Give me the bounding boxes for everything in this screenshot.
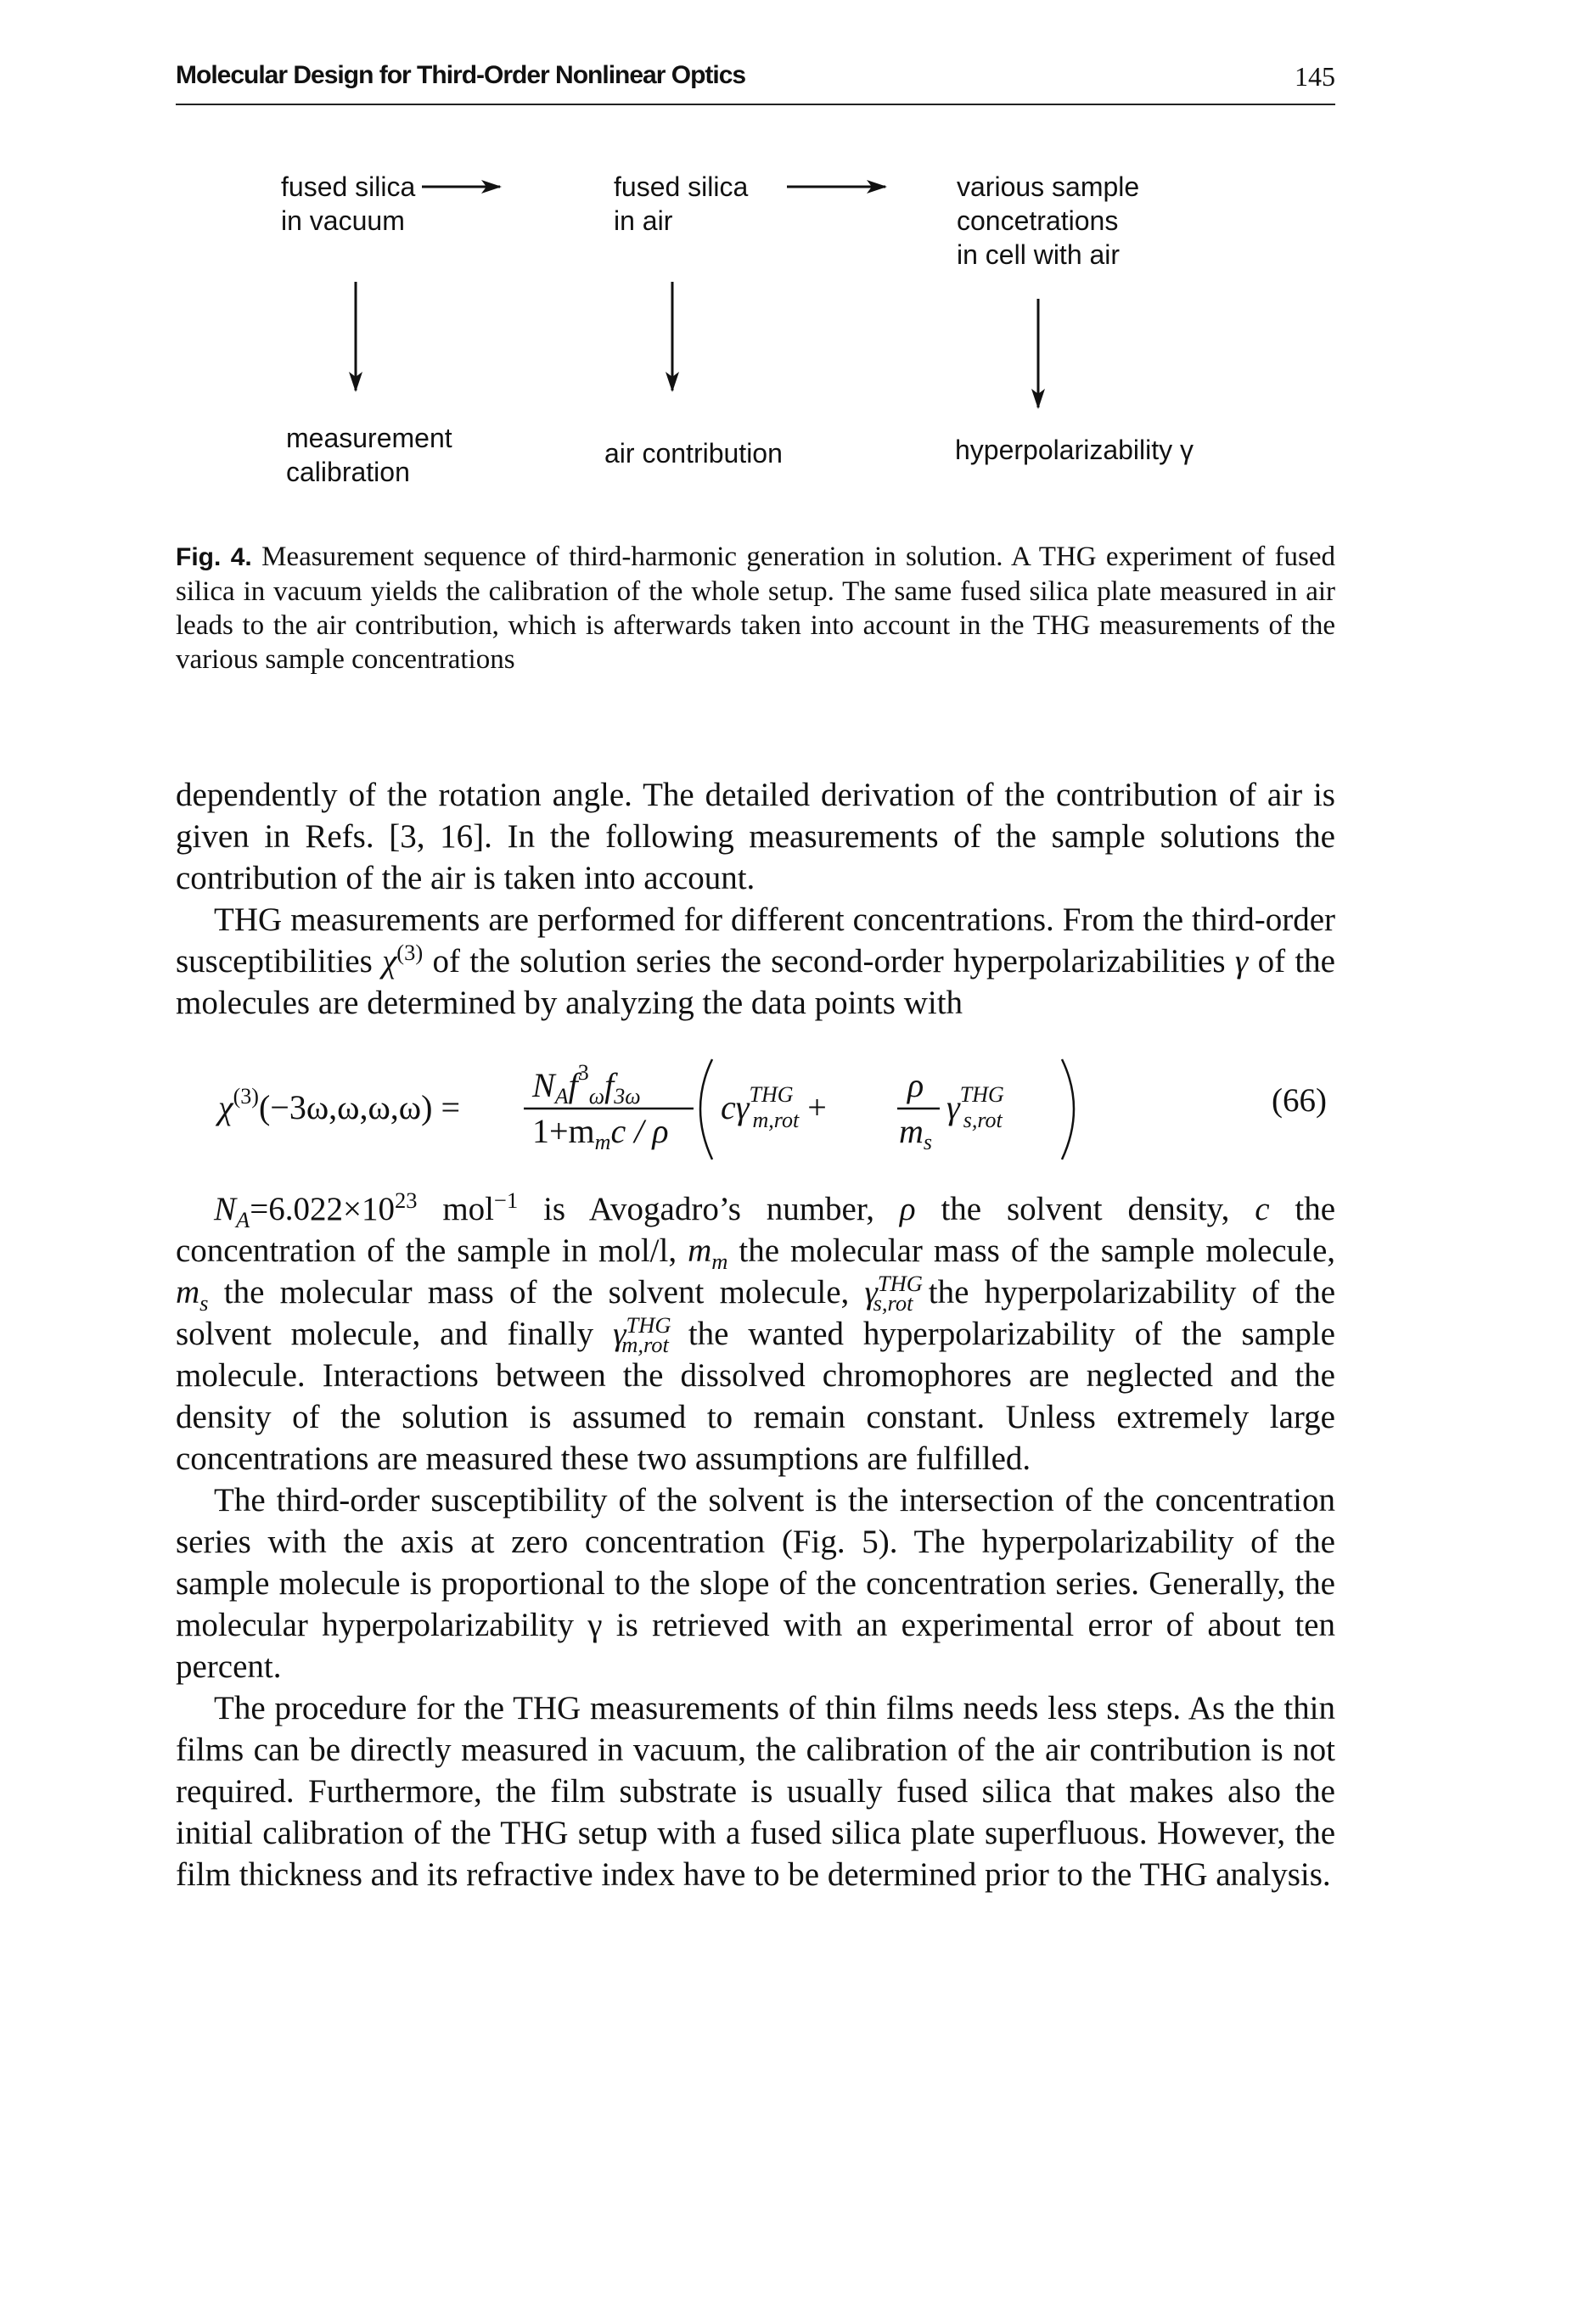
figure-label: Fig. 4.	[176, 543, 252, 571]
node-sample-concentrations: various sample concetrations in cell wit…	[957, 171, 1140, 270]
svg-text:γTHGs,rot: γTHGs,rot	[946, 1082, 1004, 1132]
measurement-sequence-diagram: fused silica in vacuum fused silica in a…	[176, 153, 1335, 509]
figure-caption: Fig. 4. Measurement sequence of third-ha…	[176, 540, 1335, 676]
node-fused-silica-air: fused silica in air	[614, 171, 749, 236]
paragraph-5: The procedure for the THG measurements o…	[176, 1690, 1335, 1893]
node-measurement-calibration: measurement calibration	[286, 423, 452, 487]
running-title: Molecular Design for Third-Order Nonline…	[176, 61, 746, 89]
svg-text:ρ: ρ	[906, 1066, 924, 1104]
node-fused-silica-vacuum: fused silica in vacuum	[281, 171, 416, 236]
equation-number: (66)	[1272, 1082, 1327, 1119]
svg-text:χ(3)(−3ω,ω,ω,ω) =: χ(3)(−3ω,ω,ω,ω) =	[215, 1084, 460, 1126]
paragraph-4: The third-order susceptibility of the so…	[176, 1482, 1335, 1685]
node-hyperpolarizability: hyperpolarizability γ	[955, 435, 1194, 465]
paragraph-2: THG measurements are performed for diffe…	[176, 901, 1335, 1021]
equation-66: χ(3)(−3ω,ω,ω,ω) = NAf3ωf3ω 1+mmc / ρ cγT…	[176, 1046, 1335, 1165]
page-number: 145	[1295, 61, 1335, 92]
caption-text: Measurement sequence of third-harmonic g…	[176, 542, 1335, 675]
paragraph-3: NA=6.022×1023 mol−1 is Avogadro’s number…	[176, 1187, 1336, 1477]
page-header: Molecular Design for Third-Order Nonline…	[176, 58, 1335, 105]
body-text-top: dependently of the rotation angle. The d…	[176, 774, 1335, 1024]
svg-text:NAf3ωf3ω: NAf3ωf3ω	[531, 1060, 641, 1109]
node-air-contribution: air contribution	[604, 438, 783, 469]
equation-graphic: χ(3)(−3ω,ω,ω,ω) = NAf3ωf3ω 1+mmc / ρ cγT…	[215, 1058, 1076, 1160]
svg-text:ms: ms	[899, 1112, 932, 1154]
svg-text:1+mmc / ρ: 1+mmc / ρ	[532, 1112, 669, 1154]
body-text-bottom: NA=6.022×1023 mol−1 is Avogadro’s number…	[176, 1188, 1335, 1895]
diagram-arrows	[349, 180, 1045, 409]
paragraph-1: dependently of the rotation angle. The d…	[176, 777, 1335, 896]
